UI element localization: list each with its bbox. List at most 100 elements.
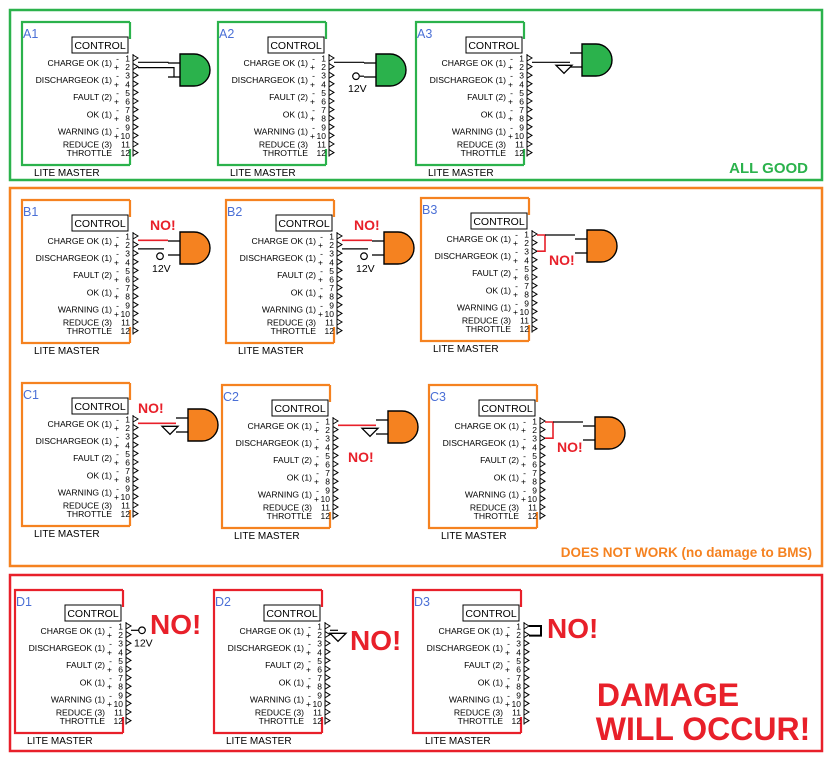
pin-number: 6 [329, 275, 334, 285]
pin-polarity: - [109, 639, 112, 649]
pin-polarity: - [116, 105, 119, 115]
device-label: LITE MASTER [226, 736, 292, 747]
pin-polarity: - [116, 483, 119, 493]
terminal-pin-icon [324, 682, 331, 690]
terminal-pin-icon [132, 80, 139, 88]
signal-label: FAULT (2) [66, 660, 105, 670]
terminal-pin-icon [324, 631, 331, 639]
terminal-pin-icon [523, 665, 530, 673]
terminal-pin-icon [324, 622, 331, 630]
device-label: LITE MASTER [441, 531, 507, 542]
pin-polarity: + [306, 630, 311, 640]
terminal-pin-icon [523, 717, 530, 725]
signal-label: OK (1) [291, 287, 316, 297]
pin-polarity: + [310, 79, 315, 89]
terminal-pin-icon [526, 54, 533, 62]
pin-number: 9 [118, 690, 123, 700]
terminal-pin-icon [324, 717, 331, 725]
pin-polarity: + [306, 682, 311, 692]
no-warning-label: NO! [138, 400, 164, 416]
terminal-pin-icon [132, 97, 139, 105]
pin-number: 12 [313, 716, 323, 726]
terminal-pin-icon [539, 417, 546, 425]
pin-number: 1 [519, 54, 524, 64]
signal-label: OK (1) [80, 677, 105, 687]
panel-a1: A1CONTROL1-2+3-4+5-6+7-8+9-10+1112CHARGE… [20, 20, 211, 179]
terminal-pin-icon [336, 275, 343, 283]
pin-number: 8 [125, 475, 130, 485]
pin-number: 7 [317, 673, 322, 683]
signal-label: THROTTLE [461, 148, 507, 158]
no-warning-label: NO! [547, 613, 598, 644]
terminal-pin-icon [132, 458, 139, 466]
pin-polarity: - [507, 639, 510, 649]
control-label: CONTROL [278, 218, 329, 230]
control-label: CONTROL [266, 608, 317, 620]
pin-number: 5 [317, 656, 322, 666]
pin-polarity: - [308, 673, 311, 683]
pin-number: 1 [118, 622, 123, 632]
pin-number: 12 [121, 509, 131, 519]
supply-terminal-icon [138, 626, 146, 635]
terminal-pin-icon [539, 451, 546, 459]
terminal-pin-icon [125, 674, 132, 682]
terminal-pin-icon [336, 284, 343, 292]
pin-polarity: + [508, 97, 513, 107]
control-label: CONTROL [468, 40, 519, 52]
supply-voltage-label: 12V [356, 263, 375, 275]
terminal-pin-icon [132, 432, 139, 440]
pin-number: 11 [317, 140, 326, 150]
pin-number: 3 [125, 432, 130, 442]
signal-label: WARNING (1) [58, 488, 112, 498]
device-label: LITE MASTER [34, 529, 100, 540]
pin-polarity: + [114, 275, 119, 285]
pin-number: 5 [329, 266, 334, 276]
ground-icon [360, 427, 380, 438]
panel-frame [20, 381, 130, 528]
panel-d1: D1CONTROL1-2+3-4+5-6+7-8+9-10+1112CHARGE… [13, 588, 201, 747]
pin-polarity: + [114, 309, 119, 319]
terminal-pin-icon [523, 656, 530, 664]
control-label: CONTROL [274, 403, 325, 415]
pin-polarity: - [515, 264, 518, 274]
pin-polarity: - [308, 622, 311, 632]
pin-number: 12 [520, 324, 530, 334]
signal-label: OK (1) [279, 677, 304, 687]
pin-number: 6 [516, 665, 521, 675]
pin-polarity: + [318, 292, 323, 302]
terminal-pin-icon [332, 477, 339, 485]
signal-label: DISCHARGEOK (1) [443, 438, 520, 448]
pin-polarity: - [515, 298, 518, 308]
pin-polarity: + [114, 79, 119, 89]
pin-number: 3 [532, 434, 537, 444]
pin-polarity: + [314, 477, 319, 487]
pin-number: 6 [118, 665, 123, 675]
pin-number: 10 [512, 699, 522, 709]
panel-d2: D2CONTROL1-2+3-4+5-6+7-8+9-10+1112CHARGE… [212, 588, 401, 747]
pin-number: 2 [321, 62, 326, 72]
terminal-pin-icon [539, 469, 546, 477]
terminal-pin-icon [526, 88, 533, 96]
section-bc-frame [8, 186, 824, 568]
pin-polarity: - [316, 468, 319, 478]
pin-polarity: + [508, 131, 513, 141]
signal-label: FAULT (2) [73, 453, 112, 463]
signal-label: CHARGE OK (1) [455, 421, 520, 431]
pin-polarity: - [116, 432, 119, 442]
supply-terminal-icon [360, 252, 368, 261]
terminal-pin-icon [132, 232, 139, 240]
pin-number: 5 [125, 266, 130, 276]
terminal-pin-icon [332, 469, 339, 477]
signal-label: DISCHARGEOK (1) [240, 253, 317, 263]
terminal-pin-icon [125, 691, 132, 699]
pin-number: 11 [515, 140, 524, 150]
terminal-pin-icon [125, 682, 132, 690]
pin-number: 4 [519, 79, 524, 89]
pin-polarity: + [318, 309, 323, 319]
panel-tag: A1 [23, 27, 38, 41]
pin-polarity: - [116, 122, 119, 132]
terminal-pin-icon [336, 266, 343, 274]
pin-polarity: + [505, 665, 510, 675]
pin-polarity: - [316, 417, 319, 427]
logic-gate-icon [387, 410, 419, 444]
